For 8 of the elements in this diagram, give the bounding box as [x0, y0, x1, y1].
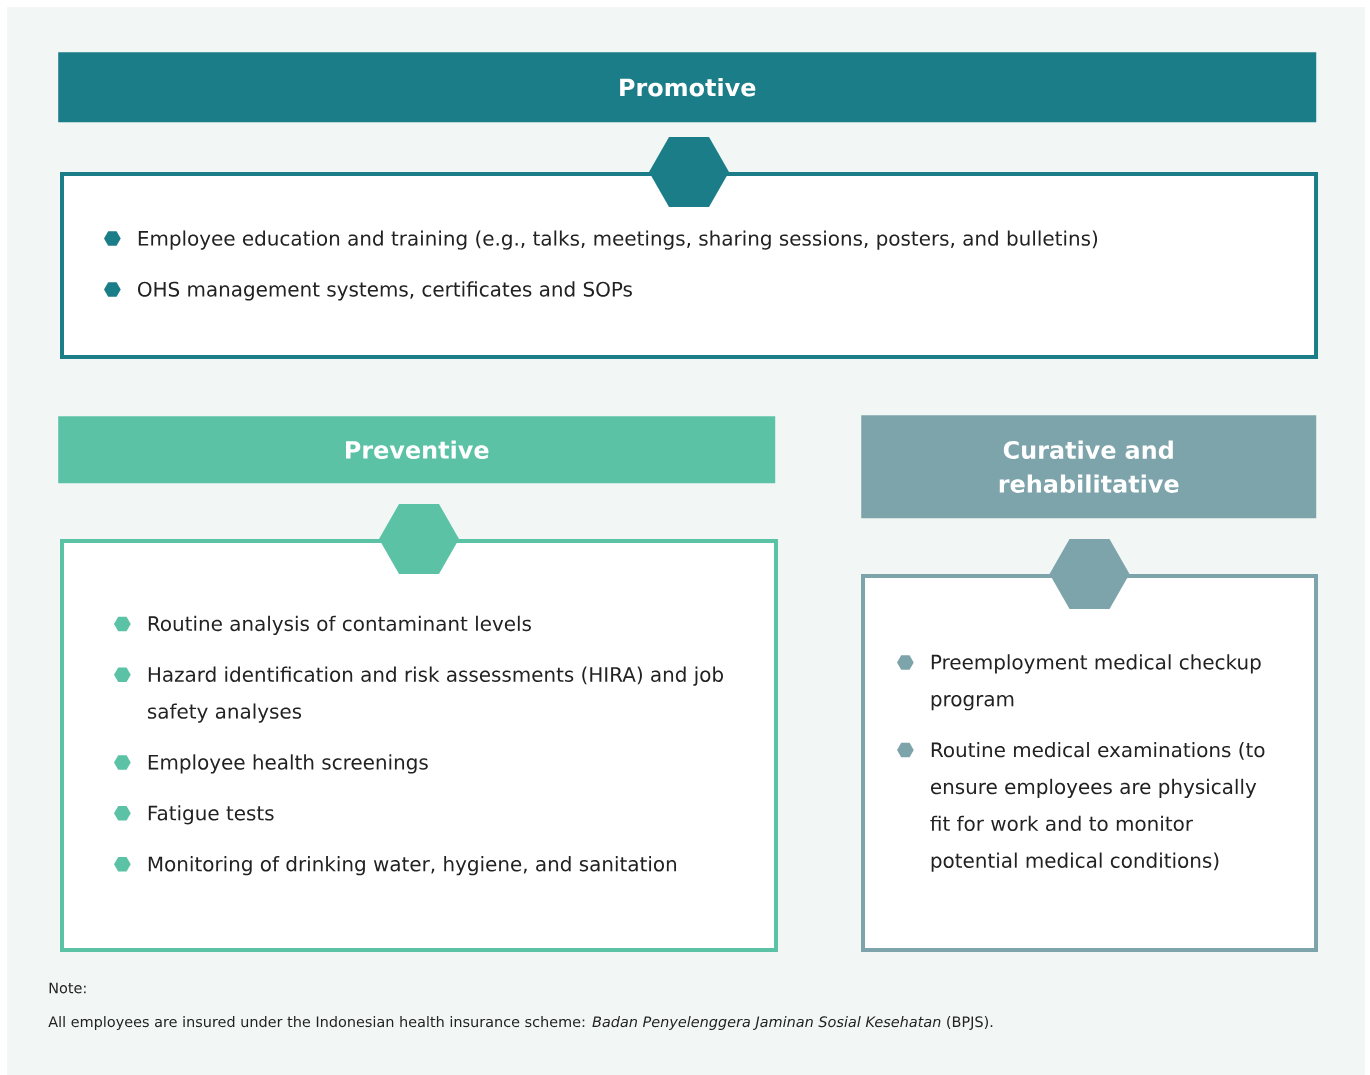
note-text: All employees are insured under the Indonesian health insurance scheme: Badan Penyelenggera Jaminan Sosial Kesehatan (BPJS).: [48, 1016, 993, 1030]
heading-band: Promotive: [58, 52, 1317, 123]
content-box: Employee education and training (e.g., talks, meetings, sharing sessions, posters, and bulletins) OHS management systems, certificates and SOPs: [60, 172, 1319, 359]
content-box: Preemployment medical checkup program Routine medical examinations (to ensure employees are physically fit for work and to monitor potential medical conditions): [861, 574, 1318, 952]
content-box: Routine analysis of contaminant levels Hazard identification and risk assessments (HIRA) and job safety analyses Employee health screenings Fatigue tests Monitoring of drinking water, hygiene, and sanitation: [60, 539, 778, 952]
note-text: Note:: [49, 982, 86, 994]
heading-band: Curative and rehabilitative: [861, 415, 1317, 519]
heading-band: Preventive: [58, 416, 776, 484]
